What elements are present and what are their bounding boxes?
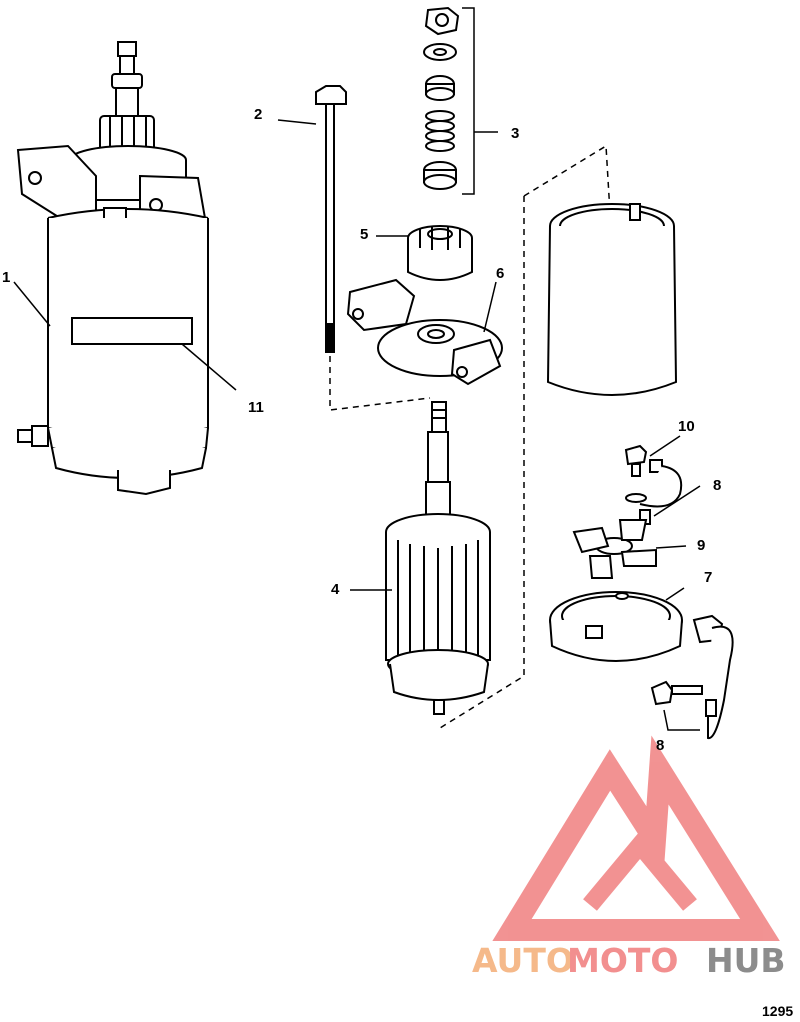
callout-10: 10 [678,418,695,435]
callout-8-upper: 8 [713,477,721,494]
screw-and-brush [624,444,683,508]
watermark-logo [492,735,780,941]
callout-1: 1 [2,269,10,286]
callout-11: 11 [248,399,264,416]
drive-pinion [407,225,473,281]
through-bolt [315,85,347,353]
watermark-text-auto: AUTO [472,941,574,980]
watermark-text-hub: HUB [706,941,786,980]
figure-number: 1295 [762,1003,793,1019]
drive-end-frame [346,278,503,386]
terminal-bolt-and-lead [650,614,734,740]
callout-4: 4 [331,581,340,598]
commutator-end-cap [549,591,683,662]
dashed-guide-lines [329,144,613,729]
callout-3: 3 [511,125,519,142]
brush-holder [572,519,657,579]
field-frame-housing [546,203,678,396]
bracket-3 [462,7,475,195]
callout-6: 6 [496,265,504,282]
armature [385,401,491,715]
callout-5: 5 [360,226,368,243]
watermark-text-moto: MOTO [567,941,678,980]
leader-lines [13,119,701,731]
callout-7: 7 [704,569,712,586]
callout-2: 2 [254,106,262,123]
starter-motor-assembly [16,41,209,496]
drive-hardware-stack [423,6,460,190]
callout-8-lower: 8 [656,737,664,754]
callout-9: 9 [697,537,705,554]
